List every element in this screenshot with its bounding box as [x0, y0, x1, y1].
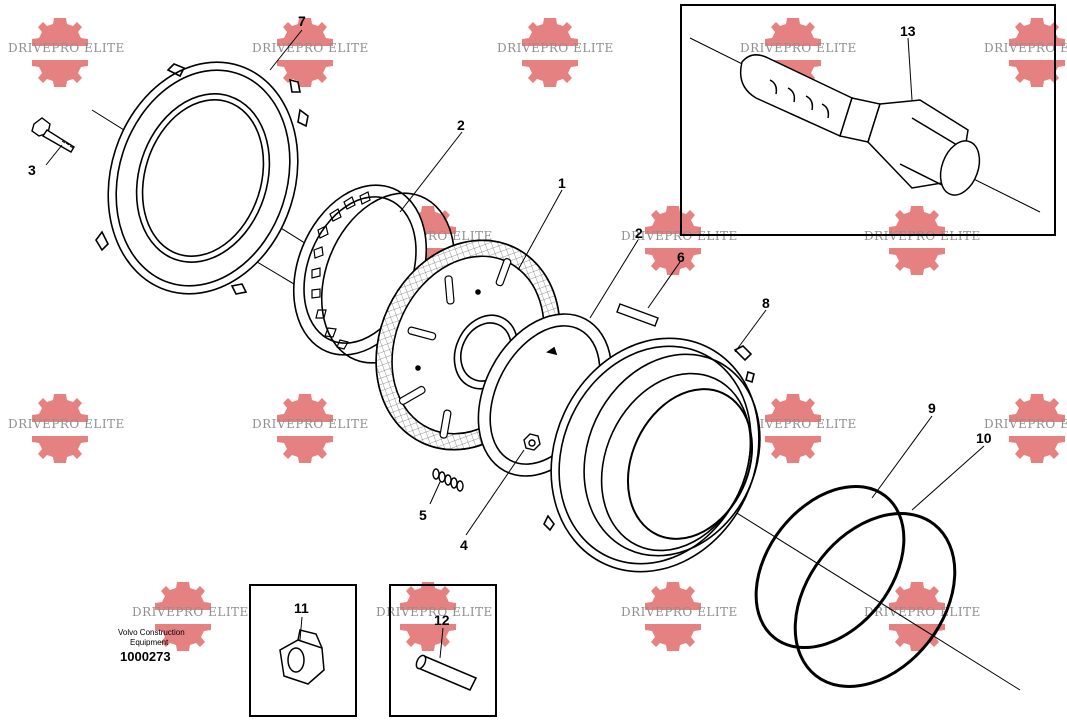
- watermark-text: DRIVEPRO ELITE: [984, 417, 1067, 431]
- callout-12: 12: [434, 612, 450, 628]
- watermark-text: DRIVEPRO ELITE: [252, 41, 369, 55]
- callout-7: 7: [298, 13, 306, 29]
- part-10-o-ring: [793, 512, 957, 688]
- part-9-o-ring: [754, 484, 906, 650]
- drawing-number: 1000273: [120, 649, 171, 664]
- callout-2-right: 2: [635, 225, 643, 241]
- part-8-piston-housing: [543, 337, 761, 573]
- callout-labels: 7 2 1 2 6 8 3 4 5 9 10 13 11 12: [28, 13, 992, 628]
- inset-13-frame: [680, 4, 1056, 236]
- drawing-footer: Volvo Construction Equipment 1000273: [118, 628, 185, 664]
- callout-13: 13: [900, 23, 916, 39]
- callout-5: 5: [419, 507, 427, 523]
- part-7-plate: [95, 61, 309, 295]
- watermark-text: DRIVEPRO ELITE: [8, 417, 125, 431]
- watermark-text: DRIVEPRO ELITE: [740, 41, 857, 55]
- watermark-text: DRIVEPRO ELITE: [376, 605, 493, 619]
- watermark-text: DRIVEPRO ELITE: [497, 41, 614, 55]
- inset-12-frame: [389, 584, 497, 717]
- watermark-text: DRIVEPRO ELITE: [984, 41, 1067, 55]
- leader-lines: [45, 29, 985, 659]
- part-5-spring: [432, 468, 464, 492]
- part-12-pin: [415, 654, 478, 691]
- part-3-bolt: [31, 117, 75, 153]
- callout-11: 11: [294, 600, 309, 616]
- watermark-text: DRIVEPRO ELITE: [621, 229, 738, 243]
- callout-3: 3: [28, 162, 36, 178]
- brand-line-1: Volvo Construction: [118, 628, 185, 637]
- callout-9: 9: [928, 400, 936, 416]
- brand-line-2: Equipment: [130, 638, 169, 647]
- watermark-text: DRIVEPRO ELITE: [252, 417, 369, 431]
- callout-6: 6: [677, 249, 685, 265]
- watermark-text: DRIVEPRO ELITE: [864, 605, 981, 619]
- part-6-dowel-pin: [616, 303, 659, 327]
- part-13-valve: [689, 37, 1041, 213]
- callout-8: 8: [762, 295, 770, 311]
- callout-2-left: 2: [457, 117, 465, 133]
- inset-11-frame: [249, 584, 357, 717]
- callout-4: 4: [460, 537, 468, 553]
- part-11-nut: [279, 629, 325, 685]
- watermark-text: DRIVEPRO ELITE: [132, 605, 249, 619]
- watermark-text: DRIVEPRO ELITE: [621, 605, 738, 619]
- callout-10: 10: [976, 430, 992, 446]
- callout-1: 1: [558, 175, 566, 191]
- watermark-text: DRIVEPRO ELITE: [8, 41, 125, 55]
- part-4-nut: [523, 433, 541, 451]
- watermark-text: DRIVEPRO ELITE: [740, 417, 857, 431]
